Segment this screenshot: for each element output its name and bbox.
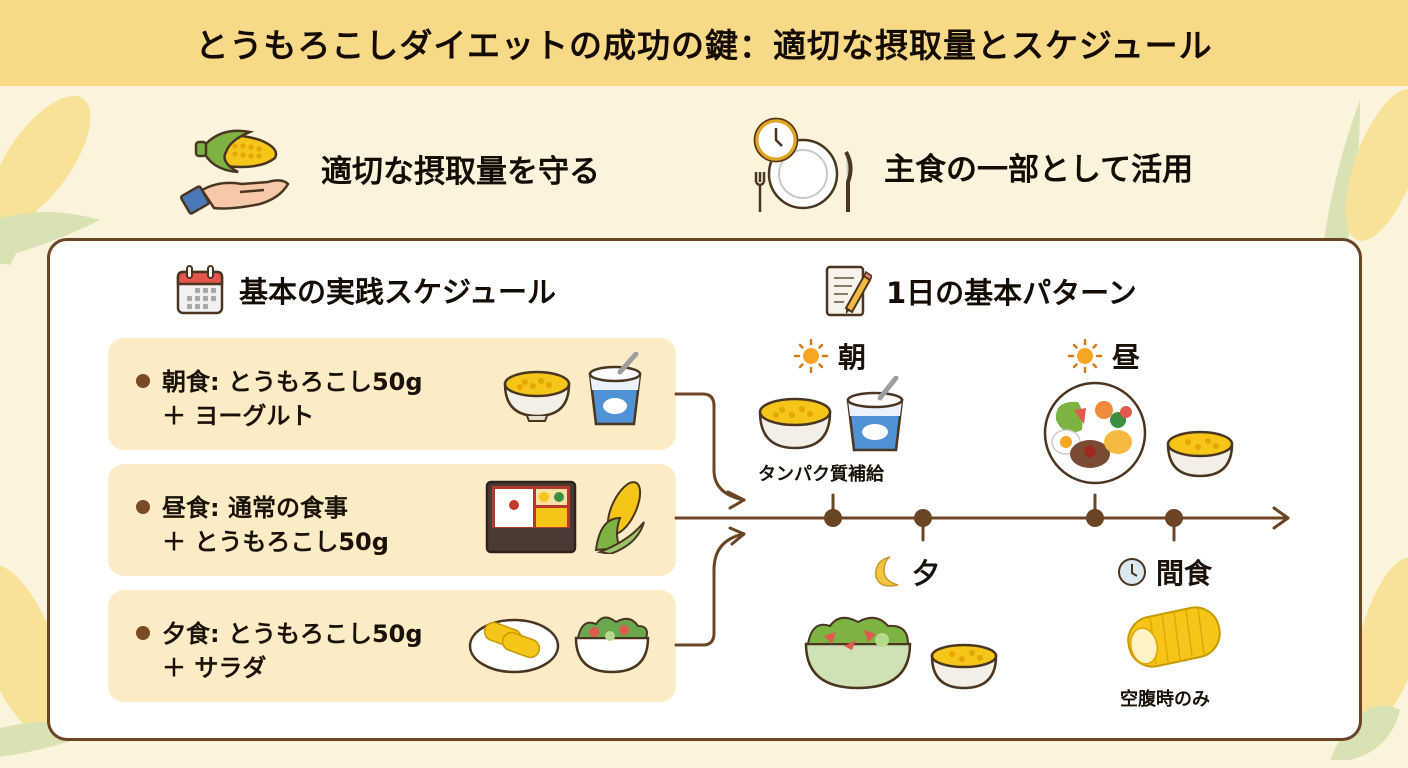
title-bar: とうもろこしダイエットの成功の鍵：適切な摂取量とスケジュール (0, 0, 1408, 86)
time-noon: 昼 (1066, 336, 1140, 376)
meal-line1: 昼食: 通常の食事 (162, 494, 348, 522)
time-morning: 朝 (792, 336, 866, 376)
bullet-icon (136, 374, 150, 388)
pattern-title-text: 1日の基本パターン (886, 276, 1137, 310)
bullet-icon (136, 500, 150, 514)
schedule-title: 基本の実践スケジュール (175, 264, 556, 316)
feature-intake-label: 適切な摂取量を守る (321, 153, 600, 190)
corn-plate-icon (468, 618, 560, 674)
corn-bowl-icon (930, 643, 998, 690)
meal-line1: 朝食: とうもろこし50g (162, 368, 423, 396)
plate-clock-cutlery-icon (753, 117, 853, 212)
meal-card-lunch: 昼食: 通常の食事 ＋ とうもろこし50g (108, 464, 676, 576)
bento-box-icon (485, 480, 577, 554)
sun-icon (793, 338, 829, 374)
meal-card-dinner: 夕食: とうもろこし50g ＋ サラダ (108, 590, 676, 702)
time-snack-label: 間食 (1156, 557, 1213, 590)
yogurt-cup-icon (846, 376, 904, 452)
feature-intake: 適切な摂取量を守る (180, 118, 600, 218)
salad-bowl-icon (804, 616, 912, 690)
corn-bowl-icon (758, 397, 832, 450)
time-snack-caption: 空腹時のみ (1120, 689, 1210, 710)
pattern-title: 1日の基本パターン (824, 264, 1137, 318)
time-snack: 間食 (1116, 552, 1212, 592)
clock-icon (1118, 558, 1146, 586)
meal-card-breakfast: 朝食: とうもろこし50g ＋ ヨーグルト (108, 338, 676, 450)
corn-bowl-icon (1166, 430, 1234, 478)
time-evening-label: 夕 (912, 557, 941, 590)
meal-line2: ＋ とうもろこし50g (162, 528, 389, 556)
corn-bowl-icon (503, 370, 571, 422)
yogurt-cup-icon (588, 352, 642, 426)
salad-bowl-icon (574, 616, 650, 674)
lunch-plate-icon (1043, 381, 1147, 485)
bullet-icon (136, 626, 150, 640)
time-noon-label: 昼 (1112, 341, 1141, 374)
feature-staple-label: 主食の一部として活用 (884, 151, 1194, 188)
time-morning-caption: タンパク質補給 (758, 464, 884, 485)
page-title: とうもろこしダイエットの成功の鍵：適切な摂取量とスケジュール (195, 26, 1213, 65)
schedule-title-text: 基本の実践スケジュール (239, 275, 556, 309)
notepad-pencil-icon (825, 265, 872, 317)
corn-cob-icon (594, 481, 645, 554)
time-evening: 夕 (870, 552, 940, 592)
feature-staple: 主食の一部として活用 (748, 116, 1193, 216)
corn-cob-icon (1127, 606, 1221, 668)
hand-holding-corn-icon (180, 129, 290, 215)
meal-line1: 夕食: とうもろこし50g (162, 620, 423, 648)
time-morning-label: 朝 (838, 341, 867, 374)
meal-line2: ＋ ヨーグルト (162, 402, 315, 430)
calendar-icon (176, 265, 224, 315)
sun-icon (1067, 338, 1103, 374)
meal-line2: ＋ サラダ (162, 654, 267, 682)
moon-icon (875, 556, 899, 587)
